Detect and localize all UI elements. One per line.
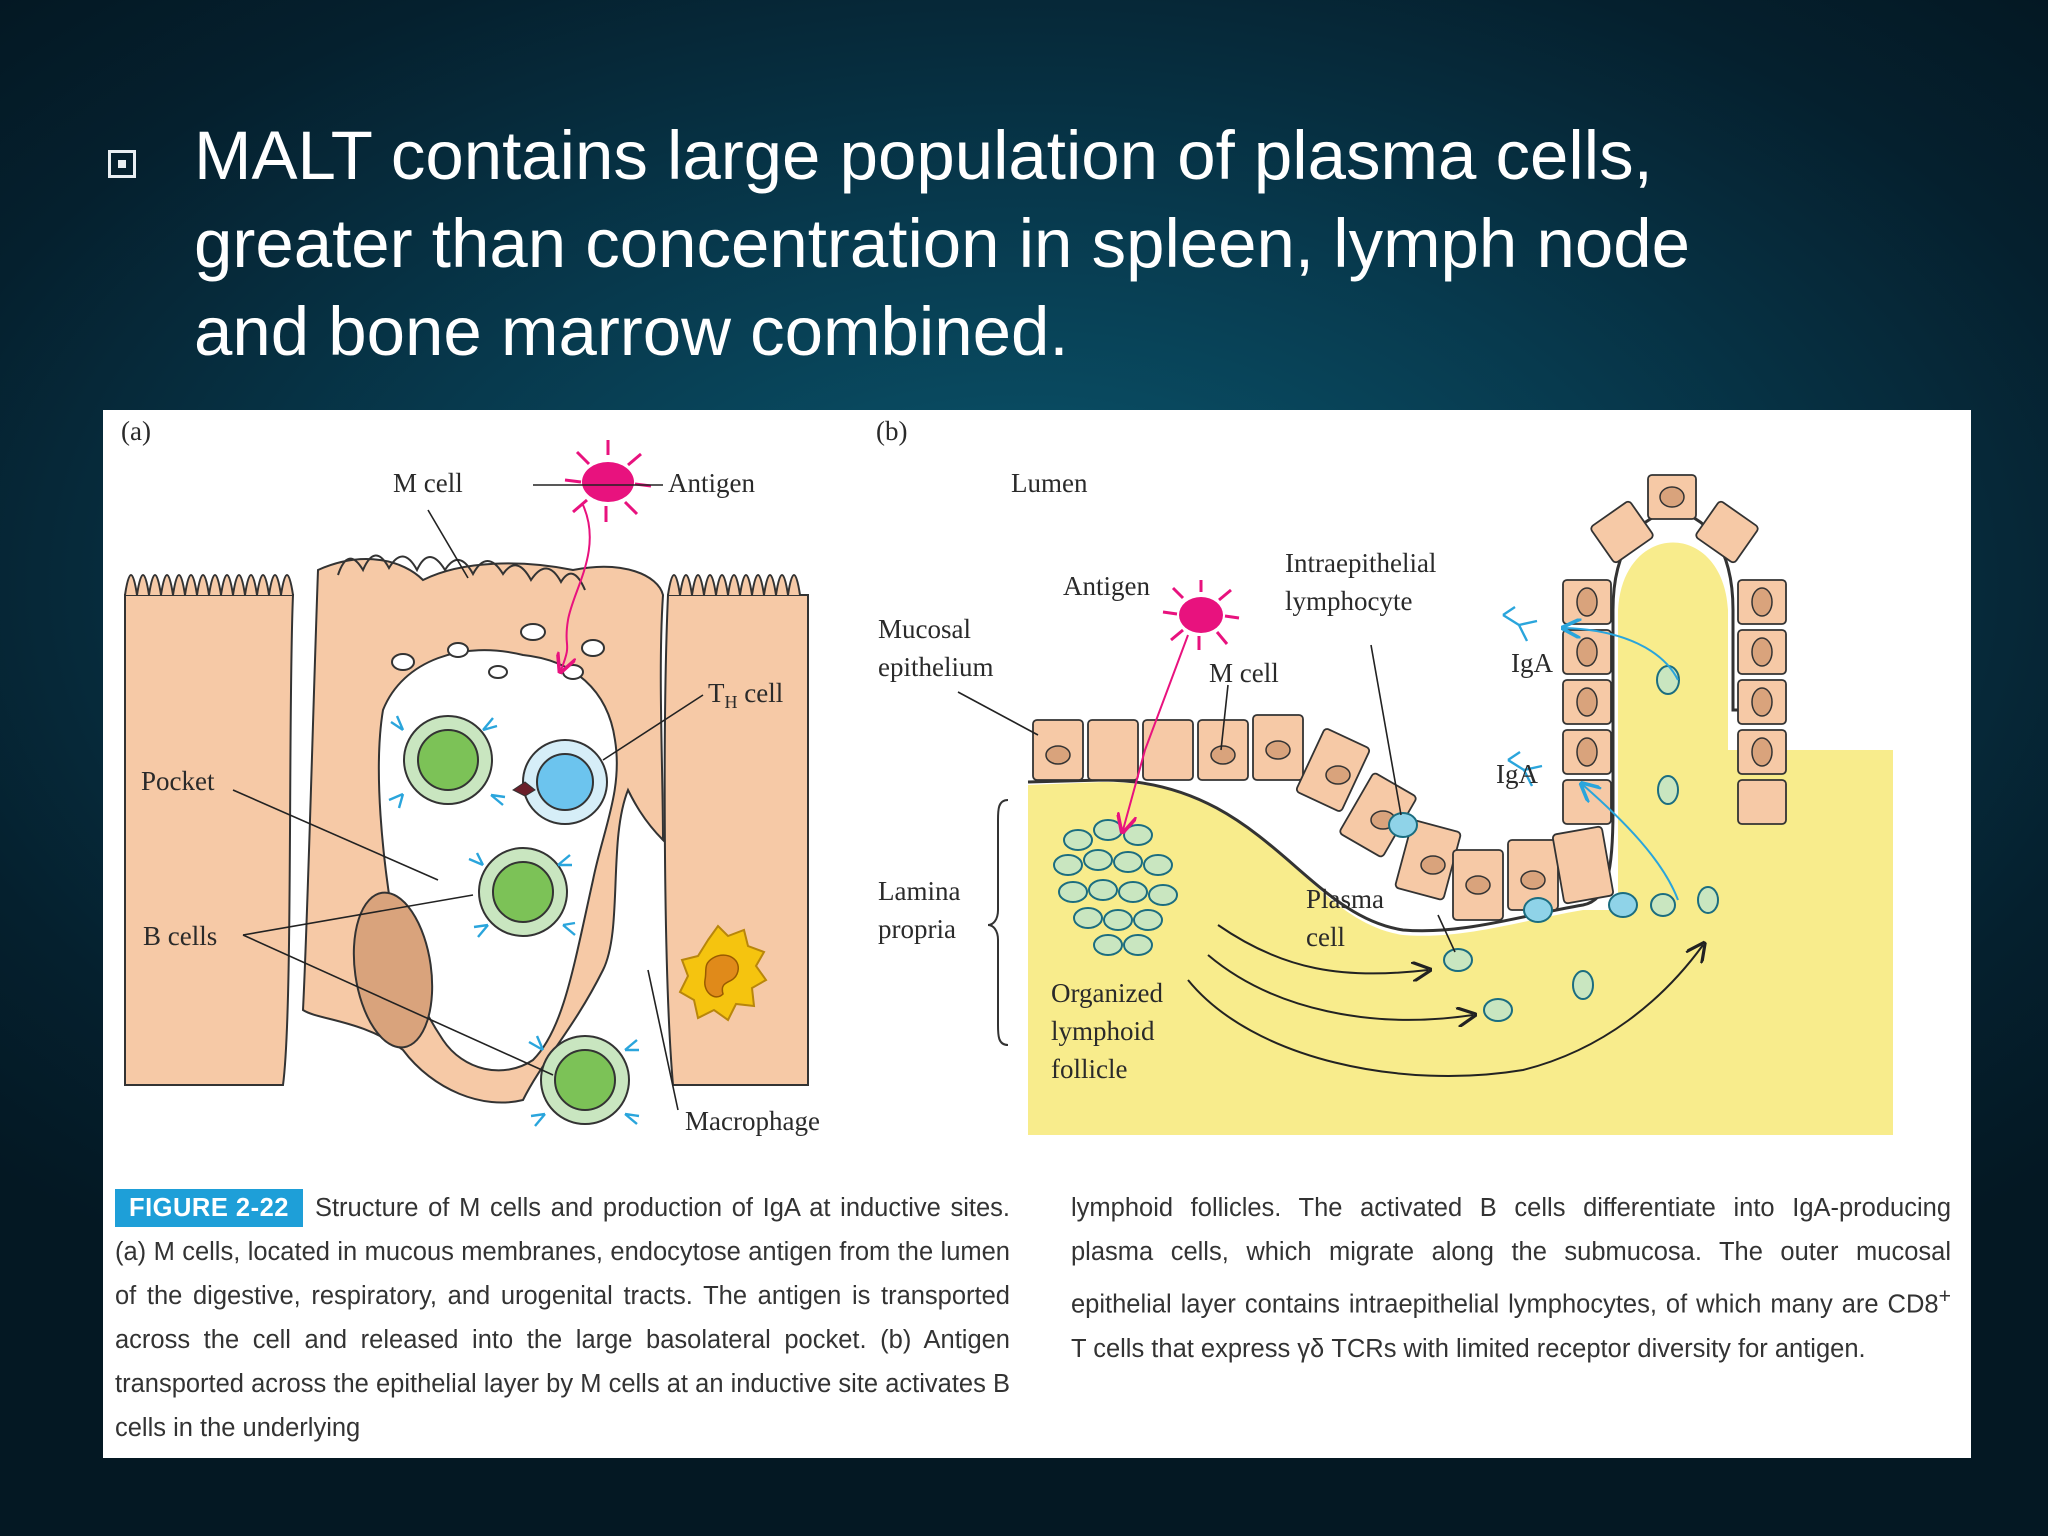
mucosal-label-2: epithelium bbox=[878, 652, 993, 682]
antigen-icon bbox=[564, 440, 652, 522]
caption-superscript: + bbox=[1938, 1284, 1951, 1308]
caption-right: lymphoid follicles. The activated B cell… bbox=[1071, 1186, 1951, 1371]
headline-line-2: greater than concentration in spleen, ly… bbox=[194, 205, 1690, 282]
mucosal-label-1: Mucosal bbox=[878, 614, 971, 644]
antigen-label-a: Antigen bbox=[668, 468, 755, 498]
antigen-path bbox=[561, 504, 591, 670]
panel-a-leaders bbox=[232, 484, 704, 1111]
m-cell-label-b: M cell bbox=[1209, 658, 1279, 688]
intraepithelial-lymphocytes bbox=[1388, 812, 1638, 923]
epithelial-cell-left bbox=[124, 594, 295, 1086]
follicle-label-2: lymphoid bbox=[1051, 1016, 1155, 1046]
pocket-label: Pocket bbox=[141, 766, 215, 796]
headline-line-1: MALT contains large population of plasma… bbox=[194, 117, 1653, 194]
antigen-path-b bbox=[1123, 634, 1189, 830]
antigen-icon-b bbox=[1162, 580, 1240, 650]
bullet-icon bbox=[108, 150, 136, 178]
slide-headline: MALT contains large population of plasma… bbox=[194, 112, 1994, 376]
epithelial-nuclei-villus bbox=[1576, 486, 1773, 767]
headline-line-3: and bone marrow combined. bbox=[194, 293, 1069, 370]
macrophage-label: Macrophage bbox=[685, 1106, 820, 1136]
plasma-cells bbox=[1443, 665, 1719, 1022]
m-cell-label-a: M cell bbox=[393, 468, 463, 498]
b-cell-3 bbox=[540, 1035, 630, 1125]
b-cell-2 bbox=[478, 847, 568, 937]
follicle-label-1: Organized bbox=[1051, 978, 1163, 1008]
th-cell-label: TH cell bbox=[708, 678, 783, 712]
follicle-label-3: follicle bbox=[1051, 1054, 1127, 1084]
iga-label-1: IgA bbox=[1511, 648, 1553, 678]
th-cell bbox=[522, 739, 608, 825]
figure-2-22: (a) M cell Antigen TH cell Pocket B cell… bbox=[103, 410, 1971, 1458]
intraepithelial-label-2: lymphocyte bbox=[1285, 586, 1412, 616]
plasma-label-1: Plasma bbox=[1306, 884, 1384, 914]
b-cell-receptors bbox=[388, 715, 640, 1127]
panel-b: (b) Lumen Antigen Intraepithelial lympho… bbox=[876, 416, 1893, 1135]
tcr-contact bbox=[512, 781, 536, 797]
lumen-label: Lumen bbox=[1011, 468, 1088, 498]
caption-left-text: Structure of M cells and production of I… bbox=[115, 1194, 1010, 1442]
epithelial-cell-right bbox=[663, 594, 809, 1086]
b-cells-label: B cells bbox=[143, 921, 217, 951]
caption-right-text-2: T cells that express γδ TCRs with limite… bbox=[1071, 1334, 1866, 1363]
vesicles bbox=[391, 623, 605, 680]
b-cell-1 bbox=[403, 715, 493, 805]
panel-b-leaders bbox=[957, 644, 1456, 953]
panel-b-label: (b) bbox=[876, 416, 907, 446]
lamina-brace bbox=[987, 799, 1009, 1046]
m-cell-folds bbox=[337, 554, 586, 591]
iga-antibodies bbox=[1502, 606, 1543, 787]
m-cell-nucleus bbox=[352, 891, 434, 1049]
plasma-label-2: cell bbox=[1306, 922, 1345, 952]
organized-lymphoid-follicle bbox=[1053, 819, 1178, 956]
panel-a: (a) M cell Antigen TH cell Pocket B cell… bbox=[121, 416, 820, 1136]
caption-right-text-1: lymphoid follicles. The activated B cell… bbox=[1071, 1194, 1951, 1319]
figure-diagram: (a) M cell Antigen TH cell Pocket B cell… bbox=[121, 416, 1893, 1136]
figure-tag: FIGURE 2-22 bbox=[115, 1189, 303, 1227]
lamina-propria bbox=[1028, 542, 1893, 1135]
macrophage-icon bbox=[678, 924, 768, 1022]
intraepithelial-label-1: Intraepithelial bbox=[1285, 548, 1436, 578]
panel-a-label: (a) bbox=[121, 416, 151, 446]
antigen-label-b: Antigen bbox=[1063, 571, 1150, 601]
lamina-label-2: propria bbox=[878, 914, 956, 944]
iga-label-2: IgA bbox=[1496, 759, 1538, 789]
iga-secretion-arrows bbox=[1565, 628, 1679, 901]
lamina-label-1: Lamina bbox=[878, 876, 960, 906]
migration-arrows bbox=[1187, 924, 1703, 1077]
microvilli-left bbox=[124, 574, 294, 596]
microvilli-right bbox=[667, 574, 801, 596]
